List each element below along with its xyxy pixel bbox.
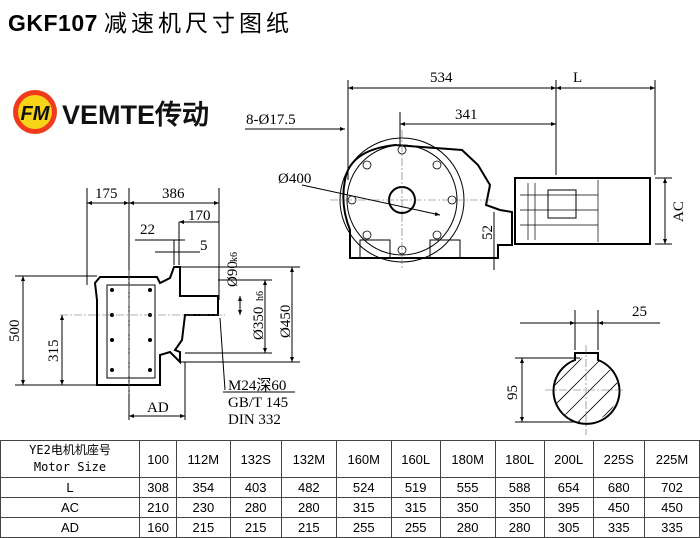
value-cell: 315	[390, 497, 441, 518]
dim-315: 315	[46, 340, 62, 363]
value-cell: 450	[592, 497, 645, 518]
dim-400: Ø400	[278, 171, 311, 187]
value-cell: 519	[390, 477, 441, 498]
value-cell: 524	[335, 477, 392, 498]
size-cell: 100	[138, 440, 178, 478]
thread-note-2: GB/T 145	[228, 395, 288, 411]
value-cell: 354	[176, 477, 231, 498]
dim-350: Ø350	[251, 307, 267, 340]
value-cell: 350	[439, 497, 496, 518]
dim-175: 175	[95, 186, 118, 202]
value-cell: 280	[494, 517, 545, 538]
size-cell: 112M	[176, 440, 231, 478]
size-cell: 225S	[592, 440, 645, 478]
dim-25: 25	[632, 304, 647, 320]
value-cell: 210	[138, 497, 178, 518]
title-text: 减速机尺寸图纸	[103, 11, 293, 37]
dim-450: Ø450	[278, 305, 294, 338]
size-cell: 160L	[390, 440, 441, 478]
table-row: AC 210 230 280 280 315 315 350 350 395 4…	[0, 497, 700, 518]
shaft-section-view: 25 95	[505, 304, 660, 435]
dim-500: 500	[7, 320, 23, 343]
value-cell: 403	[229, 477, 282, 498]
header-motor-size: YE2电机机座号 Motor Size	[0, 440, 140, 478]
dim-534: 534	[430, 70, 453, 86]
dim-95: 95	[505, 385, 521, 400]
dim-AC: AC	[671, 201, 687, 222]
value-cell: 280	[280, 497, 337, 518]
dim-AD: AD	[147, 400, 169, 416]
thread-note-1: M24深60	[228, 377, 286, 394]
dim-350-tolerance: h6	[255, 291, 266, 301]
dim-90: Ø90	[225, 261, 241, 287]
dim-L: L	[573, 70, 582, 86]
row-label: AC	[0, 497, 140, 518]
bolt-holes-label: 8-Ø17.5	[246, 112, 296, 128]
value-cell: 215	[176, 517, 231, 538]
dimension-drawing: FM VEMTE传动 534 L 341 8-Ø17.5 Ø400	[7, 70, 687, 435]
value-cell: 555	[439, 477, 496, 498]
dim-90-tolerance: k6	[229, 252, 240, 262]
motor-size-table: YE2电机机座号 Motor Size 100 112M 132S 132M 16…	[0, 440, 700, 538]
dim-22: 22	[140, 222, 155, 238]
table-row: AD 160 215 215 215 255 255 280 280 305 3…	[0, 517, 700, 538]
table-row: L 308 354 403 482 524 519 555 588 654 68…	[0, 477, 700, 498]
value-cell: 308	[138, 477, 178, 498]
value-cell: 215	[280, 517, 337, 538]
value-cell: 335	[643, 517, 700, 538]
model-name: GKF107	[8, 10, 98, 36]
value-cell: 450	[643, 497, 700, 518]
brand-logo: FM	[13, 90, 57, 134]
table-header-row: YE2电机机座号 Motor Size 100 112M 132S 132M 16…	[0, 440, 700, 478]
value-cell: 335	[592, 517, 645, 538]
value-cell: 215	[229, 517, 282, 538]
value-cell: 305	[543, 517, 594, 538]
size-cell: 132M	[280, 440, 337, 478]
value-cell: 255	[335, 517, 392, 538]
size-cell: 132S	[229, 440, 282, 478]
value-cell: 280	[439, 517, 496, 538]
size-cell: 200L	[543, 440, 594, 478]
value-cell: 350	[494, 497, 545, 518]
size-cell: 180L	[494, 440, 545, 478]
header-en: Motor Size	[33, 460, 107, 474]
value-cell: 654	[543, 477, 594, 498]
value-cell: 255	[390, 517, 441, 538]
dim-5: 5	[200, 238, 208, 254]
value-cell: 395	[543, 497, 594, 518]
gearbox-front-view: 534 L 341 8-Ø17.5 Ø400 52	[245, 70, 687, 270]
header-cn: YE2电机机座号	[29, 443, 111, 457]
dim-386: 386	[162, 186, 185, 202]
thread-note-3: DIN 332	[228, 412, 281, 428]
value-cell: 702	[643, 477, 700, 498]
value-cell: 482	[280, 477, 337, 498]
value-cell: 280	[229, 497, 282, 518]
row-label: L	[0, 477, 140, 498]
row-label: AD	[0, 517, 140, 538]
value-cell: 315	[335, 497, 392, 518]
dim-170: 170	[188, 208, 211, 224]
value-cell: 230	[176, 497, 231, 518]
size-cell: 225M	[643, 440, 700, 478]
value-cell: 160	[138, 517, 178, 538]
value-cell: 680	[592, 477, 645, 498]
value-cell: 588	[494, 477, 545, 498]
gearbox-side-view: 175 386 170 22 5 500 315 Ø450 Ø350	[7, 186, 300, 428]
dim-52: 52	[480, 225, 496, 240]
dim-341: 341	[455, 107, 478, 123]
svg-text:FM: FM	[21, 103, 51, 125]
size-cell: 160M	[335, 440, 392, 478]
size-cell: 180M	[439, 440, 496, 478]
brand-name: VEMTE传动	[62, 100, 209, 130]
